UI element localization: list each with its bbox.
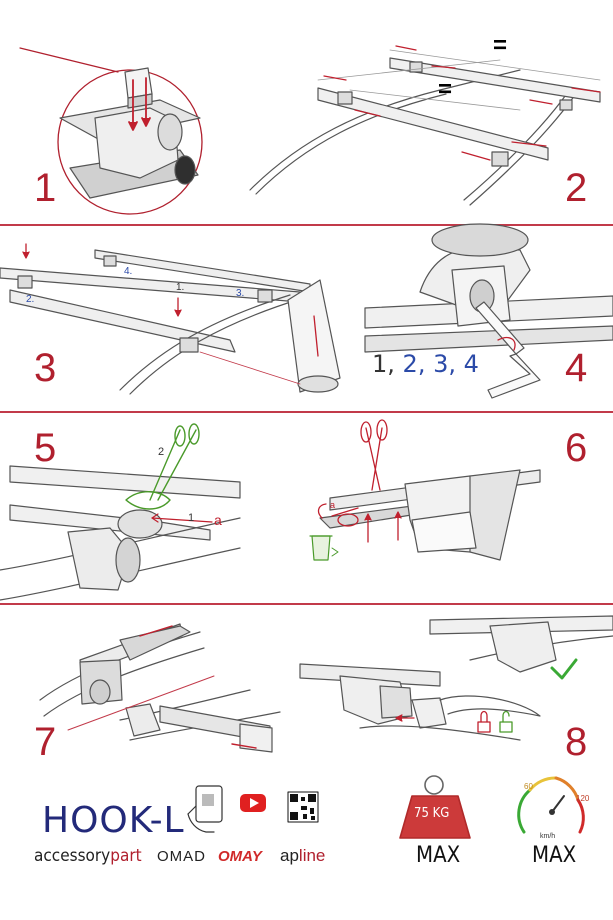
- step6-scissors: [317, 419, 402, 543]
- step4-illustration: [364, 223, 613, 399]
- brand-apline: apline: [280, 846, 325, 866]
- divider-3: [0, 603, 613, 605]
- qr-code-icon: [287, 791, 319, 823]
- equal-sign-bottom: =: [438, 76, 453, 103]
- step-number-6: 6: [565, 426, 588, 470]
- youtube-icon: [240, 794, 266, 812]
- seq-4: 4: [463, 350, 479, 378]
- speedometer-icon: [517, 776, 585, 834]
- step5-label-2: 2: [158, 446, 165, 458]
- brand-omay: OMAY: [218, 848, 262, 865]
- step-number-8: 8: [565, 720, 588, 764]
- step2-illustration: [249, 49, 601, 206]
- step3-label-2: 2.: [26, 294, 35, 305]
- recycle-bin-icon: [309, 535, 339, 561]
- weight-value: 75 KG: [414, 806, 450, 821]
- tightening-sequence: 1, 2, 3, 4: [372, 350, 479, 378]
- step-number-3: 3: [34, 346, 57, 390]
- weight-icon: [399, 775, 471, 839]
- step5-scissors: [125, 423, 200, 510]
- brand-ap-text: ap: [280, 846, 299, 865]
- step6-illustration: [319, 469, 541, 561]
- brand-accessorypart: accessorypart: [34, 846, 142, 866]
- step3-label-3: 3.: [236, 288, 245, 299]
- equal-sign-top: =: [493, 32, 508, 59]
- brand-accessory-text: accessory: [34, 846, 111, 866]
- step6-label-a: a: [330, 500, 336, 510]
- step3-illustration: [0, 249, 341, 395]
- seq-2: 2,: [402, 350, 426, 378]
- brand-part-text: part: [110, 846, 142, 866]
- step3-label-1: 1.: [176, 282, 185, 293]
- step5-label-a: a: [214, 512, 222, 528]
- step5-illustration: [0, 465, 241, 601]
- divider-2: [0, 411, 613, 413]
- step5-label-1: 1: [188, 512, 195, 524]
- seq-3: 3,: [433, 350, 456, 378]
- step3-label-4: 4.: [124, 266, 133, 277]
- divider-1: [0, 224, 613, 226]
- speed-120: 120: [576, 794, 590, 803]
- max-speed-label: MAX: [532, 843, 577, 868]
- speed-60: 60: [524, 782, 533, 791]
- product-name: HOOK-L: [42, 800, 185, 841]
- speed-unit: km/h: [540, 833, 556, 840]
- step-number-7: 7: [34, 720, 57, 764]
- brand-line-text: line: [298, 846, 326, 865]
- step-number-1: 1: [34, 166, 57, 210]
- check-mark-icon: [550, 658, 578, 680]
- step7-illustration: [39, 623, 281, 753]
- seq-1: 1,: [372, 350, 395, 378]
- brand-omad: OMAD: [157, 848, 206, 865]
- step-number-2: 2: [565, 166, 588, 210]
- step-number-4: 4: [565, 346, 588, 390]
- step-number-5: 5: [34, 426, 57, 470]
- phone-hand-icon: [187, 785, 223, 833]
- max-weight-label: MAX: [416, 843, 461, 868]
- step8-illustration: [299, 615, 613, 741]
